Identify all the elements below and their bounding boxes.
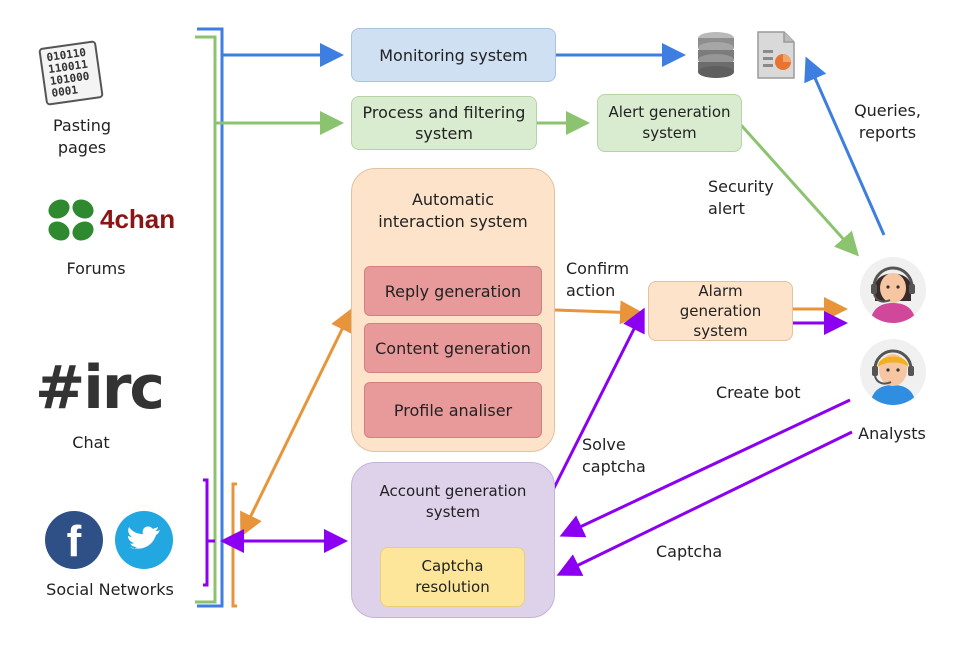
content-generation-label: Content generation xyxy=(375,338,531,358)
arrow-auto-to-social xyxy=(240,307,353,538)
report-icon xyxy=(756,30,796,84)
alarm-generation-box: Alarm generation system xyxy=(648,281,793,341)
irc-logo: #irc xyxy=(35,353,165,423)
queries-reports-label: Queries, reports xyxy=(854,101,921,142)
analyst-female-icon xyxy=(860,257,926,323)
monitoring-system-box: Monitoring system xyxy=(351,28,556,82)
alert-generation-label: Alert generation system xyxy=(608,103,731,142)
social-networks-label: Social Networks xyxy=(46,580,174,599)
analysts-label: Analysts xyxy=(858,424,926,443)
analyst-male-icon xyxy=(860,339,926,405)
captcha-resolution-box: Captcha resolution xyxy=(380,547,525,607)
confirm-action-label: Confirm action xyxy=(566,259,630,300)
monitoring-system-label: Monitoring system xyxy=(379,45,528,65)
profile-analiser-box: Profile analiser xyxy=(364,382,542,438)
arrow-confirm xyxy=(554,300,644,325)
green-bracket xyxy=(195,35,217,604)
arrow-create-bot xyxy=(559,398,851,538)
arrow-captcha xyxy=(556,430,853,576)
arrow-queries xyxy=(804,56,886,236)
captcha-resolution-label: Captcha resolution xyxy=(415,557,490,596)
orange-bracket xyxy=(231,482,237,608)
purple-bracket xyxy=(203,478,215,587)
twitter-icon xyxy=(115,511,173,569)
paste-icon-text: 010110 110011 101000 0001 xyxy=(38,40,104,106)
database-icon xyxy=(694,30,738,84)
automatic-interaction-title: Automatic interaction system xyxy=(378,190,528,231)
process-filtering-label: Process and filtering system xyxy=(362,103,526,143)
facebook-icon: f xyxy=(45,511,103,569)
clover-icon xyxy=(44,196,98,248)
process-filtering-box: Process and filtering system xyxy=(351,96,537,150)
reply-generation-label: Reply generation xyxy=(384,281,522,301)
solve-captcha-label: Solve captcha xyxy=(582,435,646,476)
security-alert-label: Security alert xyxy=(708,177,774,218)
profile-analiser-label: Profile analiser xyxy=(393,400,513,420)
blue-bracket xyxy=(197,27,224,608)
arrow-security-alert xyxy=(739,123,860,257)
pasting-pages-label: Pasting pages xyxy=(52,116,112,157)
alarm-generation-label: Alarm generation system xyxy=(679,282,762,340)
forums-label: Forums xyxy=(66,259,126,278)
captcha-label: Captcha xyxy=(656,542,723,561)
account-generation-title: Account generation system xyxy=(379,482,527,521)
paste-icon: 010110 110011 101000 0001 xyxy=(38,40,104,106)
arrow-solve-captcha xyxy=(551,307,645,491)
reply-generation-box: Reply generation xyxy=(364,266,542,316)
chat-label: Chat xyxy=(72,433,110,452)
forum-logo-text: 4chan xyxy=(100,204,176,234)
content-generation-box: Content generation xyxy=(364,323,542,373)
create-bot-label: Create bot xyxy=(716,383,801,402)
alert-generation-box: Alert generation system xyxy=(597,94,742,152)
